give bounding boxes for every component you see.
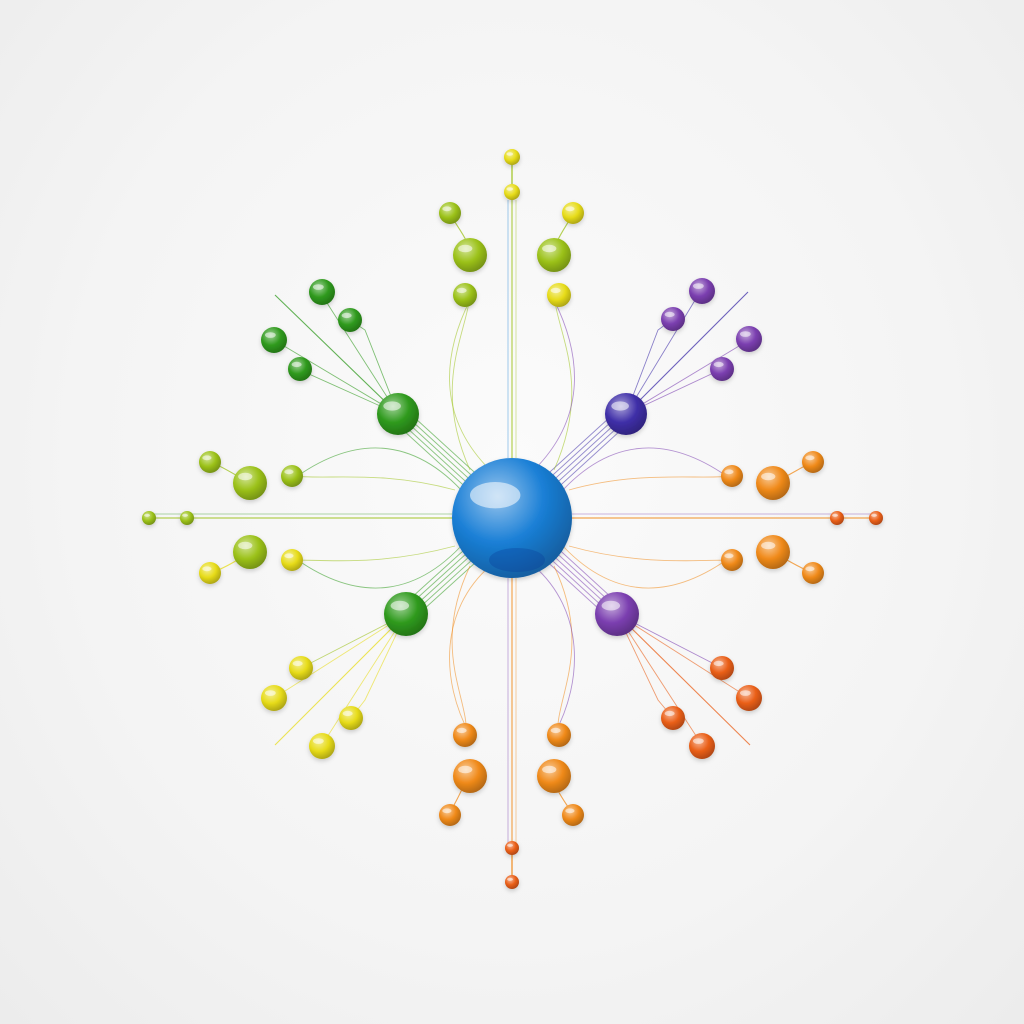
- curved-connector-line: [533, 565, 575, 736]
- branch-node-top: [453, 283, 477, 307]
- curved-connector-line: [553, 535, 733, 589]
- curved-connector-line: [291, 545, 456, 562]
- curved-connector-line: [291, 447, 471, 501]
- branch-node-right: [802, 562, 824, 584]
- branch-node-right: [756, 466, 790, 500]
- branch-node-top: [537, 238, 571, 272]
- curved-connector-line: [449, 565, 491, 736]
- leaf-node-lower-right: [710, 656, 734, 680]
- cluster-fan-line: [274, 294, 399, 415]
- cluster-fan-line: [616, 613, 703, 746]
- branch-node-left: [180, 511, 194, 525]
- curved-connector-line: [451, 565, 471, 736]
- cluster-fan-line: [273, 613, 407, 699]
- leaf-node-upper-left: [338, 308, 362, 332]
- branch-node-bottom: [439, 804, 461, 826]
- branch-node-top: [453, 238, 487, 272]
- branch-node-left: [199, 562, 221, 584]
- leaf-node-upper-right: [736, 326, 762, 352]
- node-layer: [142, 149, 883, 889]
- cluster-fan-line: [625, 339, 750, 415]
- branch-node-bottom: [537, 759, 571, 793]
- branch-node-right: [869, 511, 883, 525]
- curved-connector-line: [449, 299, 491, 471]
- branch-node-top: [504, 184, 520, 200]
- branch-node-bottom: [453, 759, 487, 793]
- curved-connector-line: [553, 289, 573, 471]
- cluster-node-lower-right: [595, 592, 639, 636]
- cluster-fan-line: [625, 291, 749, 415]
- branch-node-bottom: [547, 723, 571, 747]
- leaf-node-lower-right: [661, 706, 685, 730]
- branch-node-left: [142, 511, 156, 525]
- branch-node-left: [199, 451, 221, 473]
- cluster-fan-line: [273, 339, 399, 415]
- cluster-fan-line: [319, 291, 399, 415]
- curved-connector-line: [533, 299, 575, 471]
- branch-node-left: [233, 466, 267, 500]
- branch-node-right: [721, 465, 743, 487]
- branch-node-top: [504, 149, 520, 165]
- leaf-node-upper-left: [288, 357, 312, 381]
- leaf-node-upper-right: [689, 278, 715, 304]
- cluster-node-upper-left: [377, 393, 419, 435]
- branch-node-left: [281, 465, 303, 487]
- cluster-fan-line: [625, 291, 701, 415]
- curved-connector-line: [553, 565, 573, 736]
- curved-connector-line: [553, 447, 733, 501]
- leaf-node-lower-left: [289, 656, 313, 680]
- branch-node-left: [233, 535, 267, 569]
- curved-connector-line: [291, 475, 456, 491]
- leaf-node-lower-left: [309, 733, 335, 759]
- curved-connector-line: [568, 475, 733, 491]
- branch-node-bottom: [453, 723, 477, 747]
- leaf-node-upper-right: [710, 357, 734, 381]
- branch-node-bottom: [505, 841, 519, 855]
- cluster-fan-line: [616, 613, 751, 746]
- branch-node-top: [547, 283, 571, 307]
- branch-node-right: [830, 511, 844, 525]
- cluster-fan-line: [274, 613, 407, 746]
- leaf-node-upper-right: [661, 307, 685, 331]
- branch-node-top: [439, 202, 461, 224]
- branch-node-left: [281, 549, 303, 571]
- branch-node-top: [562, 202, 584, 224]
- cluster-fan-line: [321, 613, 407, 746]
- hub-reflection: [489, 548, 545, 572]
- branch-node-right: [756, 535, 790, 569]
- leaf-node-upper-left: [261, 327, 287, 353]
- cluster-node-lower-left: [384, 592, 428, 636]
- branch-node-bottom: [505, 875, 519, 889]
- central-hub-node: [452, 458, 572, 578]
- curved-connector-line: [451, 289, 471, 471]
- curved-connector-line: [291, 535, 471, 589]
- branch-node-right: [802, 451, 824, 473]
- cluster-node-upper-right: [605, 393, 647, 435]
- leaf-node-upper-left: [309, 279, 335, 305]
- curved-connector-line: [568, 545, 733, 562]
- leaf-node-lower-left: [261, 685, 287, 711]
- leaf-node-lower-right: [736, 685, 762, 711]
- leaf-node-lower-right: [689, 733, 715, 759]
- cluster-fan-line: [616, 613, 750, 699]
- leaf-node-lower-left: [339, 706, 363, 730]
- branch-node-bottom: [562, 804, 584, 826]
- branch-node-right: [721, 549, 743, 571]
